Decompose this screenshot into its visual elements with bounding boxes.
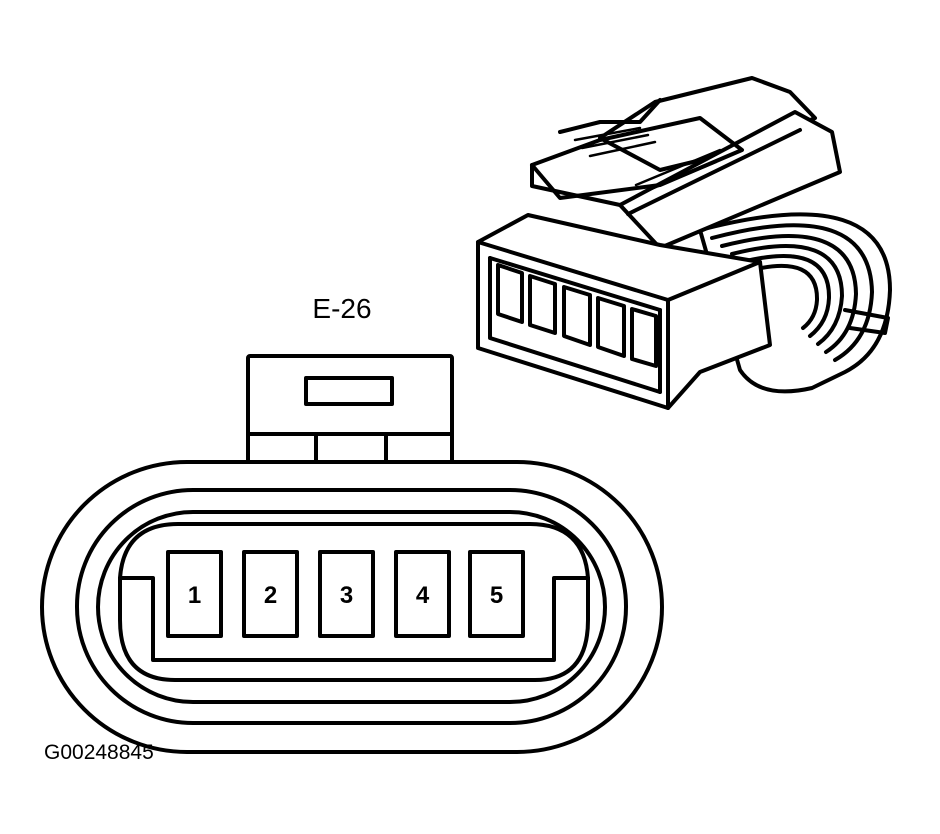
pin-number: 3 (340, 582, 353, 609)
inner-shell (75, 488, 628, 725)
pin-cavity-2: 2 (242, 550, 299, 638)
pin-cavity-3: 3 (318, 550, 375, 638)
pin-cavity-4: 4 (394, 550, 451, 638)
pin-number: 5 (490, 582, 503, 609)
pin-number: 1 (188, 582, 201, 609)
connector-face-view: 1 2 3 4 5 (40, 354, 664, 754)
pin-number: 2 (264, 582, 277, 609)
connector-isometric-view (476, 76, 892, 410)
cavity-outline (118, 576, 590, 682)
figure-id: G00248845 (44, 741, 154, 764)
isometric-housing (476, 213, 772, 410)
locking-tab (246, 354, 454, 468)
seal-ring (96, 510, 607, 704)
pin-number: 4 (416, 582, 430, 609)
isometric-latch (530, 76, 842, 250)
pin-cavity-5: 5 (468, 550, 525, 638)
pin-cavity-1: 1 (166, 550, 223, 638)
connector-label: E-26 (312, 293, 371, 324)
